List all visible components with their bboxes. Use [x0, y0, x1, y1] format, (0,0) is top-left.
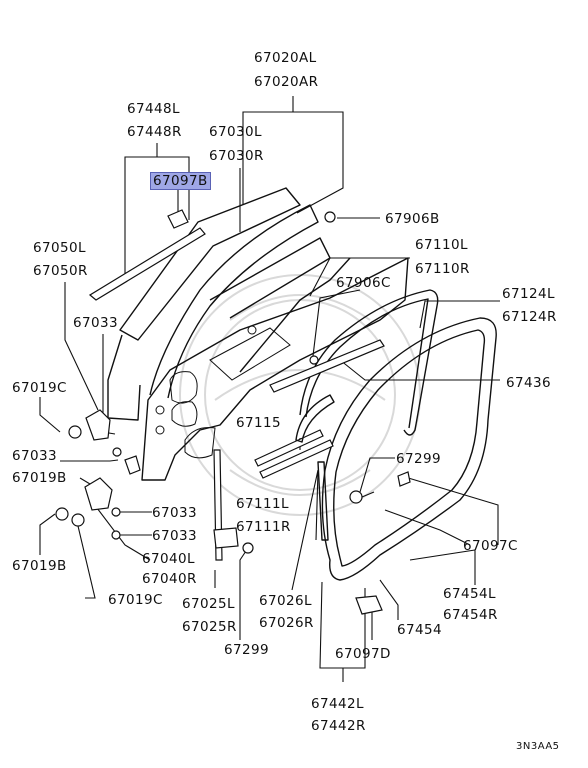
label-67110L: 67110L	[415, 237, 468, 253]
side-channel	[295, 394, 335, 443]
weatherstrip-67124	[299, 289, 439, 436]
hinge-upper	[68, 409, 111, 441]
label-67026L: 67026L	[259, 593, 312, 609]
label-67019B-b: 67019B	[12, 558, 67, 574]
label-67454R: 67454R	[443, 607, 498, 623]
label-67025R: 67025R	[182, 619, 237, 635]
hinge-lower	[55, 477, 113, 527]
label-67030L: 67030L	[209, 124, 262, 140]
door-check	[124, 455, 141, 475]
window-channel	[239, 257, 351, 373]
label-67448R: 67448R	[127, 124, 182, 140]
label-67454: 67454	[397, 622, 442, 638]
label-67097D: 67097D	[335, 646, 391, 662]
label-67110R: 67110R	[415, 261, 470, 277]
label-67442L: 67442L	[311, 696, 364, 712]
bolt-67299-upper	[349, 490, 375, 504]
lower-sash-bar	[317, 461, 329, 541]
label-67019C-a: 67019C	[12, 380, 67, 396]
label-67019B-a: 67019B	[12, 470, 67, 486]
label-67124R: 67124R	[502, 309, 557, 325]
door-inner-panel	[141, 257, 409, 481]
label-67442R: 67442R	[311, 718, 366, 734]
label-67030R: 67030R	[209, 148, 264, 164]
label-67097B-highlighted[interactable]: 67097B	[150, 172, 211, 190]
label-67040R: 67040R	[142, 571, 197, 587]
label-67906C: 67906C	[336, 275, 391, 291]
label-67115: 67115	[236, 415, 281, 431]
label-67448L: 67448L	[127, 101, 180, 117]
leader-lines	[39, 96, 500, 682]
label-67019C-b: 67019C	[108, 592, 163, 608]
label-67299-b: 67299	[224, 642, 269, 658]
label-67111L: 67111L	[236, 496, 289, 512]
label-67124L: 67124L	[502, 286, 555, 302]
regulator-rail	[213, 449, 239, 561]
label-67033-b: 67033	[12, 448, 57, 464]
label-67033-d: 67033	[152, 528, 197, 544]
label-67097C: 67097C	[463, 538, 518, 554]
label-67033-c: 67033	[152, 505, 197, 521]
label-67906B: 67906B	[385, 211, 440, 227]
label-67299-a: 67299	[396, 451, 441, 467]
belt-moldings	[254, 339, 385, 479]
clip-67097C	[397, 471, 411, 487]
clip-67097D	[355, 595, 383, 615]
diagram-code: 3N3AA5	[516, 741, 560, 752]
label-67050L: 67050L	[33, 240, 86, 256]
label-67033-a: 67033	[73, 315, 118, 331]
bolt-67299-lower	[242, 542, 254, 554]
glass-run-strip	[88, 227, 206, 301]
label-67111R: 67111R	[236, 519, 291, 535]
label-67020AL: 67020AL	[254, 50, 317, 66]
label-67025L: 67025L	[182, 596, 235, 612]
label-67050R: 67050R	[33, 263, 88, 279]
label-67020AR: 67020AR	[254, 74, 319, 90]
small-fasteners	[111, 211, 336, 540]
label-67040L: 67040L	[142, 551, 195, 567]
clip-67097B	[167, 209, 189, 229]
label-67436: 67436	[506, 375, 551, 391]
label-67454L: 67454L	[443, 586, 496, 602]
label-67026R: 67026R	[259, 615, 314, 631]
